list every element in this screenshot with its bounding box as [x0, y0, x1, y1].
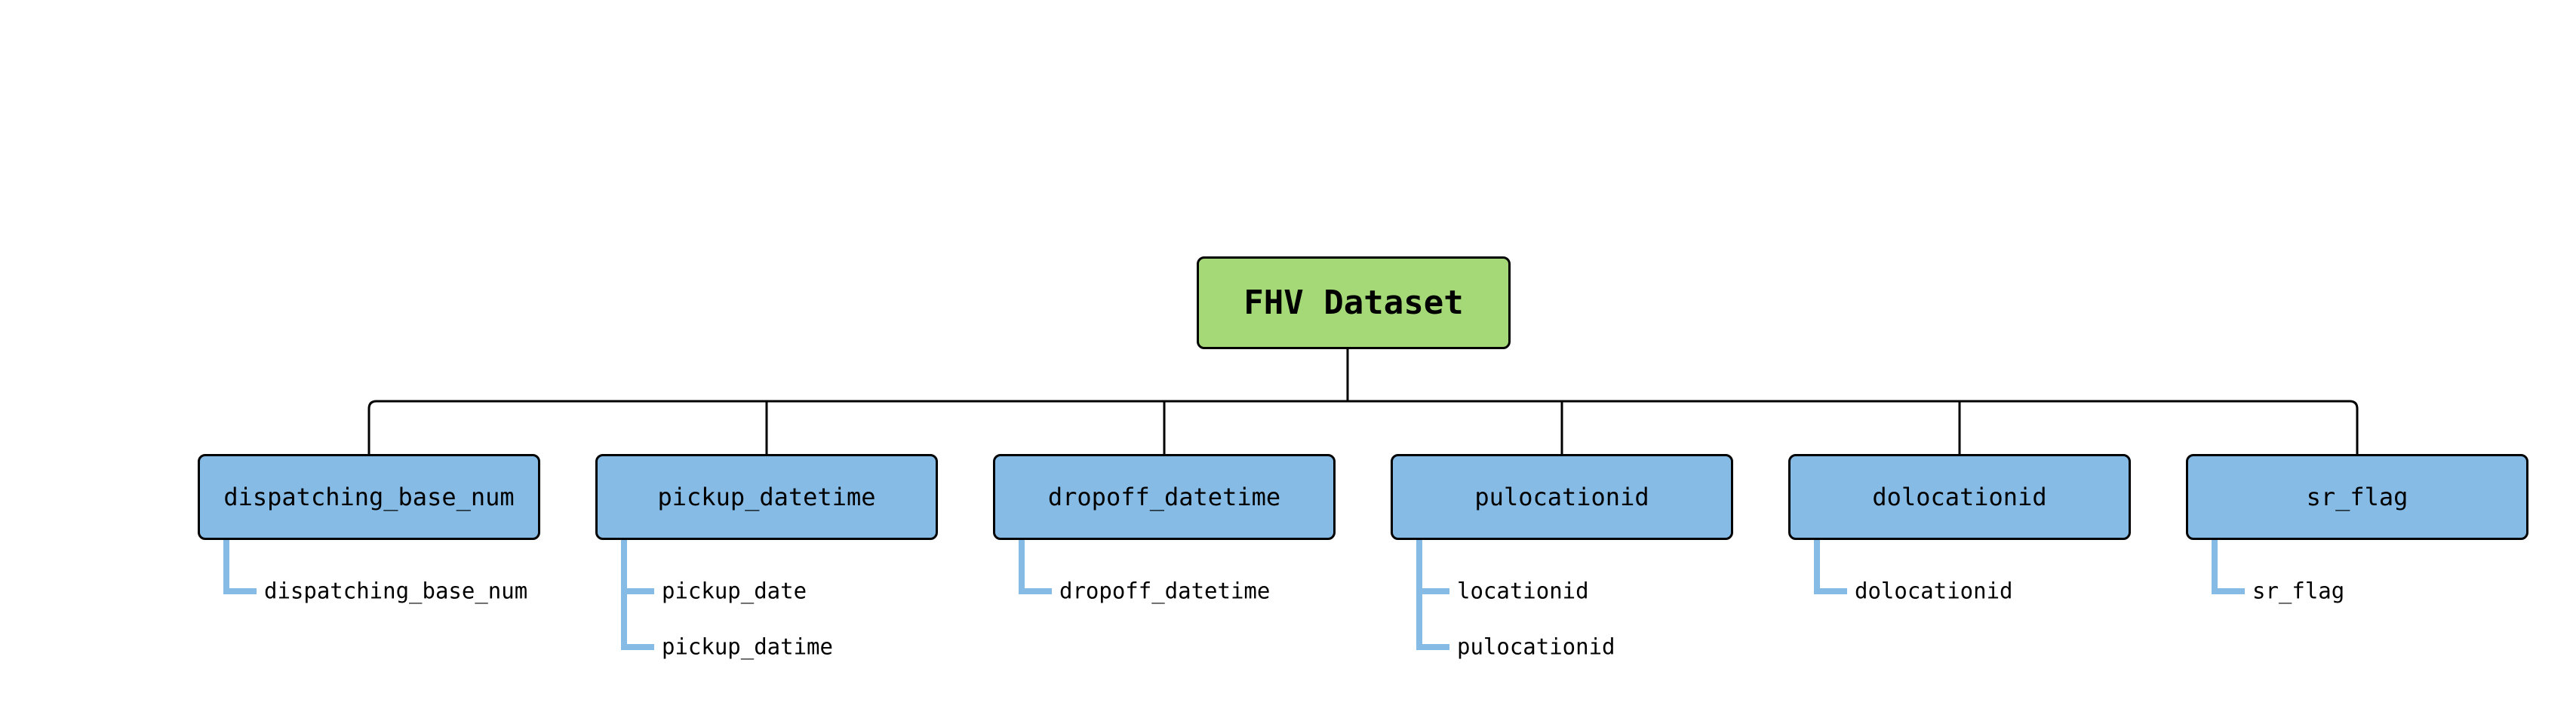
child-node: pickup_datetime [595, 454, 938, 540]
sub-item-label: pickup_date [662, 578, 807, 604]
sub-item-label: locationid [1457, 578, 1589, 604]
root-node: FHV Dataset [1197, 256, 1511, 349]
child-node: sr_flag [2186, 454, 2528, 540]
sub-item-label: dolocationid [1855, 578, 2013, 604]
bus-line [367, 400, 2359, 454]
sub-item-label: pulocationid [1457, 633, 1615, 660]
child-node: dispatching_base_num [198, 454, 540, 540]
child-node: pulocationid [1391, 454, 1733, 540]
child-node: dolocationid [1788, 454, 2131, 540]
sub-item-label: sr_flag [2252, 578, 2345, 604]
sub-item-label: dropoff_datetime [1059, 578, 1271, 604]
sub-item-label: dispatching_base_num [264, 578, 528, 604]
sub-item-label: pickup_datime [662, 633, 833, 660]
child-node: dropoff_datetime [993, 454, 1336, 540]
